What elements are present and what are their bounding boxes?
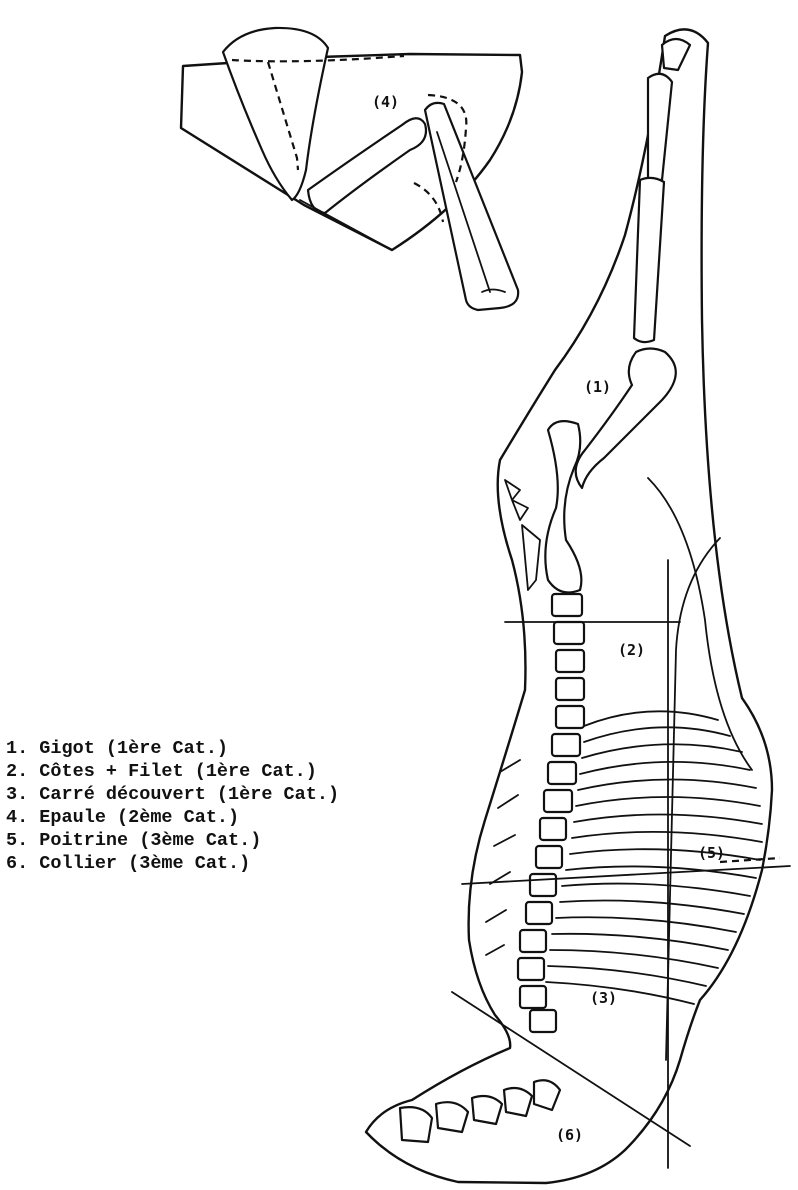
pelvis-bone — [545, 421, 581, 592]
cuts-legend: 1. Gigot (1ère Cat.) 2. Côtes + Filet (1… — [6, 737, 339, 875]
region-label-6: (6) — [556, 1126, 583, 1144]
carcass-side — [366, 29, 790, 1183]
legend-item: 6. Collier (3ème Cat.) — [6, 852, 339, 875]
region-label-4: (4) — [372, 93, 399, 111]
shoulder-inset — [181, 28, 522, 310]
legend-item: 2. Côtes + Filet (1ère Cat.) — [6, 760, 339, 783]
region-label-2: (2) — [618, 641, 645, 659]
region-label-5: (5) — [698, 844, 725, 862]
legend-item: 4. Epaule (2ème Cat.) — [6, 806, 339, 829]
scapula-bone — [223, 28, 328, 200]
legend-item: 3. Carré découvert (1ère Cat.) — [6, 783, 339, 806]
humerus-bone — [308, 118, 426, 213]
flank-curve — [648, 478, 752, 770]
femur-bone — [576, 349, 676, 489]
sacrum-fragments — [505, 480, 540, 590]
metatarsal-bone — [648, 74, 672, 180]
region-label-1: (1) — [584, 378, 611, 396]
epaule-cut-line — [300, 200, 392, 250]
legend-item: 1. Gigot (1ère Cat.) — [6, 737, 339, 760]
neck-vertebrae — [400, 1080, 560, 1142]
tibia-bone — [634, 178, 664, 342]
legend-item: 5. Poitrine (3ème Cat.) — [6, 829, 339, 852]
hind-toe — [662, 39, 690, 70]
region-label-3: (3) — [590, 989, 617, 1007]
